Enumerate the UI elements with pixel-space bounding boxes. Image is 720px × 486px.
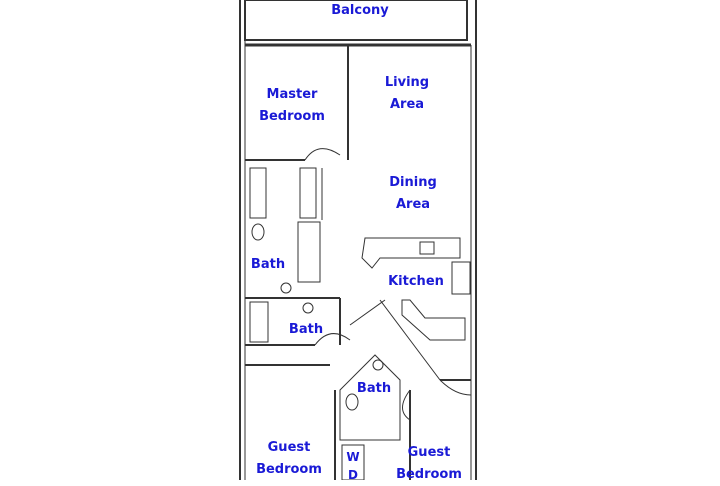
master-bath-label: Bath bbox=[250, 257, 286, 272]
kitchen-counter-right bbox=[451, 261, 471, 295]
guest-bedroom-right-line2: Bedroom bbox=[396, 467, 462, 482]
washer-dryer-label: W D bbox=[343, 448, 363, 484]
master-door-swing bbox=[304, 148, 341, 161]
entry-door-swing bbox=[439, 379, 472, 396]
guest-bath-toilet bbox=[345, 393, 359, 411]
guest-bedroom-right-line1: Guest bbox=[407, 445, 451, 460]
guest-right-door-swing bbox=[402, 389, 411, 421]
washer-label: W bbox=[346, 450, 360, 464]
master-tub bbox=[297, 221, 321, 283]
kitchen-wall-diag bbox=[379, 299, 441, 381]
guest-bedroom-right-label: Guest Bedroom bbox=[390, 442, 468, 486]
hall-bath-label: Bath bbox=[288, 322, 324, 337]
balcony-outline bbox=[244, 0, 468, 41]
hall-bath-door-swing bbox=[314, 333, 351, 346]
master-bedroom-line1: Master bbox=[266, 87, 318, 102]
master-bedroom-line2: Bedroom bbox=[259, 109, 325, 124]
hall-tub bbox=[249, 301, 269, 343]
guest-bath-walls bbox=[339, 354, 401, 441]
hall-sink bbox=[302, 302, 314, 314]
master-sink bbox=[280, 282, 292, 294]
living-area-label: Living Area bbox=[370, 72, 444, 116]
dining-area-label: Dining Area bbox=[376, 172, 450, 216]
master-bedroom-label: Master Bedroom bbox=[250, 84, 334, 128]
dryer-label: D bbox=[348, 468, 358, 482]
closet-b bbox=[299, 167, 317, 219]
guest-bath-label: Bath bbox=[356, 381, 392, 396]
kitchen-range bbox=[419, 241, 435, 255]
dining-area-line1: Dining bbox=[389, 175, 437, 190]
dining-area-line2: Area bbox=[395, 197, 431, 212]
guest-bedroom-left-line1: Guest bbox=[267, 440, 311, 455]
guest-bath-sink bbox=[372, 359, 384, 371]
guest-bedroom-left-label: Guest Bedroom bbox=[250, 437, 328, 481]
master-toilet bbox=[251, 223, 265, 241]
guest-bedroom-left-line2: Bedroom bbox=[256, 462, 322, 477]
living-area-line1: Living bbox=[384, 75, 430, 90]
washer-dryer-closet bbox=[341, 444, 365, 480]
living-area-line2: Area bbox=[389, 97, 425, 112]
kitchen-label: Kitchen bbox=[388, 274, 444, 289]
kitchen-counter-bottom bbox=[401, 299, 466, 341]
closet-a bbox=[249, 167, 267, 219]
kitchen-island bbox=[361, 237, 461, 269]
hall-wall-diag bbox=[349, 299, 386, 326]
balcony-label: Balcony bbox=[331, 3, 389, 18]
